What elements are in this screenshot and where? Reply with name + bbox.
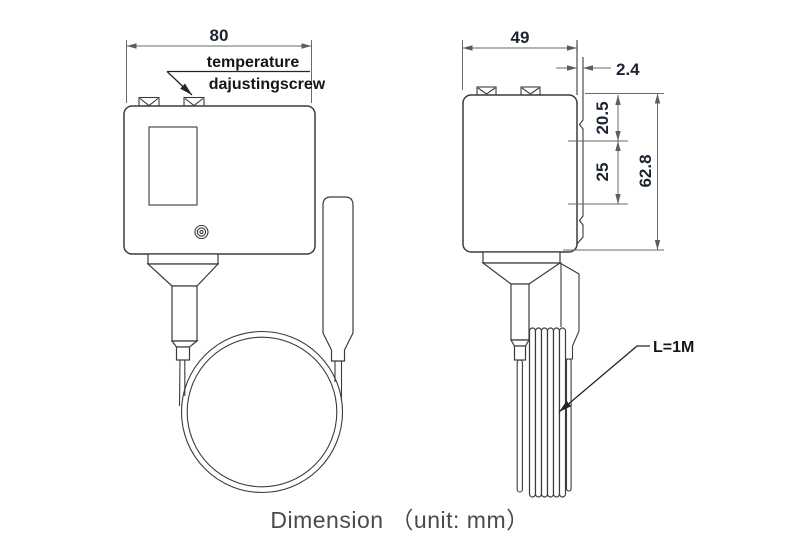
side-capillary bbox=[516, 359, 523, 493]
screw-slot bbox=[477, 87, 496, 95]
plate-thickness-dimension: 2.4 bbox=[556, 60, 640, 79]
front-width-dimension: 80 bbox=[126, 26, 312, 103]
capillary-bundle bbox=[528, 327, 567, 498]
screw-slot bbox=[184, 98, 204, 107]
lower-offset-value: 25 bbox=[593, 163, 612, 182]
mounting-plate bbox=[576, 40, 584, 245]
adjusting-screw-icon bbox=[194, 224, 209, 240]
side-view: 49 2.4 20.5 bbox=[462, 28, 694, 498]
side-stem-step bbox=[509, 339, 531, 347]
screw-slot bbox=[139, 98, 159, 107]
note-leader-arrow bbox=[166, 71, 193, 96]
screw-head bbox=[138, 96, 160, 107]
capillary-line bbox=[178, 359, 181, 407]
front-stem-step bbox=[170, 340, 199, 348]
screw-note: temperature dajustingscrew bbox=[166, 54, 326, 96]
front-stem bbox=[171, 285, 198, 342]
coil-inner bbox=[186, 336, 338, 488]
lower-offset-dimension: 25 bbox=[568, 141, 628, 205]
drawing-caption: Dimension （unit: mm） bbox=[270, 507, 529, 533]
upper-offset-dimension: 20.5 bbox=[568, 95, 628, 142]
front-view: 80 temperature dajustingscrew bbox=[123, 26, 354, 494]
plate-back-edge bbox=[576, 57, 584, 245]
side-collar bbox=[513, 345, 527, 361]
capillary-length-note: L=1M bbox=[558, 339, 694, 413]
side-top-screw-right bbox=[520, 86, 541, 96]
screw-mid bbox=[196, 227, 207, 237]
screw-outer bbox=[194, 224, 209, 240]
front-width-value: 80 bbox=[210, 26, 229, 45]
side-taper bbox=[481, 262, 562, 285]
leader-arrow bbox=[558, 345, 650, 413]
front-taper bbox=[146, 263, 220, 287]
screw-slot bbox=[521, 87, 540, 95]
bundle-tube bbox=[528, 327, 537, 498]
bundle-tube bbox=[534, 327, 543, 498]
side-width-value: 49 bbox=[511, 28, 530, 47]
screw-note-line1: temperature bbox=[207, 54, 300, 71]
capillary-length-value: L=1M bbox=[653, 339, 694, 356]
side-flange bbox=[482, 251, 561, 264]
front-flange bbox=[147, 253, 219, 265]
front-top-screw-right bbox=[183, 96, 205, 107]
screw-note-line2: dajustingscrew bbox=[209, 76, 326, 93]
bundle-tube bbox=[540, 327, 549, 498]
capillary-coil bbox=[180, 330, 344, 494]
screw-center bbox=[199, 229, 204, 235]
front-top-screw-left bbox=[138, 96, 160, 107]
bundle-tube bbox=[552, 327, 561, 498]
side-width-dimension: 49 bbox=[462, 28, 577, 90]
front-collar bbox=[175, 346, 191, 361]
plate-thickness-value: 2.4 bbox=[616, 60, 640, 79]
side-body-outline bbox=[462, 94, 578, 253]
upper-offset-value: 20.5 bbox=[593, 101, 612, 134]
screw-head bbox=[183, 96, 205, 107]
side-top-screw-left bbox=[476, 86, 497, 96]
coil-outer bbox=[180, 330, 344, 494]
bundle-tube bbox=[546, 327, 555, 498]
height-value: 62.8 bbox=[636, 154, 655, 187]
front-body-outline bbox=[123, 105, 316, 255]
side-stem bbox=[510, 283, 530, 341]
bulb-capillary-side bbox=[565, 358, 572, 492]
height-dimension: 62.8 bbox=[563, 93, 664, 251]
sensor-bulb bbox=[322, 196, 354, 362]
bundle-tube bbox=[558, 327, 567, 498]
front-window bbox=[148, 126, 198, 206]
